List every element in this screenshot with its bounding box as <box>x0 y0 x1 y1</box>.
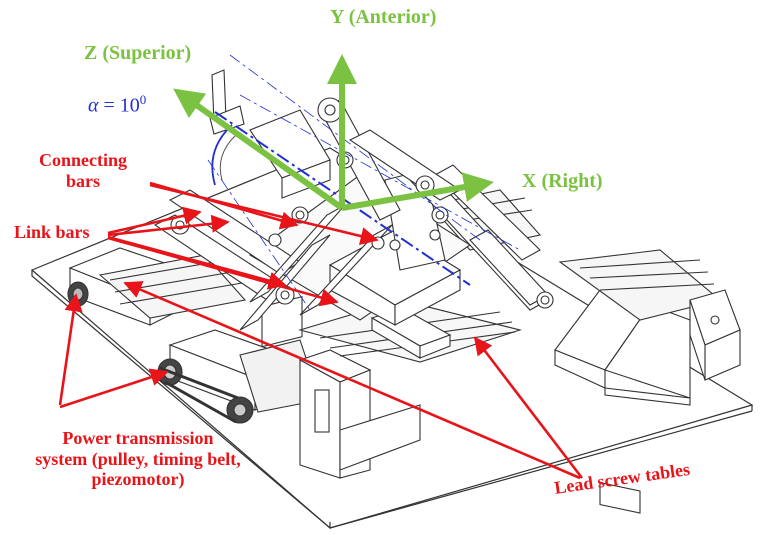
x-axis-label: X (Right) <box>522 170 603 192</box>
connecting-bars-line1: Connecting <box>38 150 127 170</box>
arrow-power-a <box>58 293 83 406</box>
arrow-link-bars-d <box>107 236 339 307</box>
arrow-lead-screw-a <box>123 281 581 480</box>
arrow-link-bars-a <box>107 206 202 235</box>
alpha-symbol: α <box>88 94 99 117</box>
power-line3: piezomotor) <box>91 469 185 490</box>
angle-value: = 10 <box>103 94 140 117</box>
coordinate-axes <box>173 54 494 211</box>
angle-annotation: α = 100 <box>88 92 146 118</box>
power-transmission-label: Power transmission system (pulley, timin… <box>12 428 264 490</box>
power-line2: system (pulley, timing belt, <box>35 448 241 469</box>
connecting-bars-line2: bars <box>65 170 100 191</box>
right-lead-screw-table <box>558 249 741 381</box>
arrow-power-b <box>59 368 169 409</box>
z-axis-arrow <box>173 88 344 211</box>
y-axis-label: Y (Anterior) <box>330 6 437 28</box>
head-mount <box>209 69 331 199</box>
link-bars-label: Link bars <box>14 222 90 242</box>
connecting-bars-label: Connecting bars <box>18 150 148 191</box>
callout-arrows <box>58 181 584 480</box>
power-line1: Power transmission <box>62 428 214 448</box>
z-axis-label: Z (Superior) <box>84 42 192 64</box>
arrow-lead-screw-b <box>473 336 584 479</box>
x-axis-arrow <box>341 172 494 211</box>
left-lead-screw-table <box>67 247 249 326</box>
arrow-connecting-bars-b <box>149 183 379 245</box>
arrow-link-bars-b <box>107 214 230 237</box>
angle-superscript: 0 <box>139 92 147 107</box>
front-bearing-block <box>298 349 421 479</box>
